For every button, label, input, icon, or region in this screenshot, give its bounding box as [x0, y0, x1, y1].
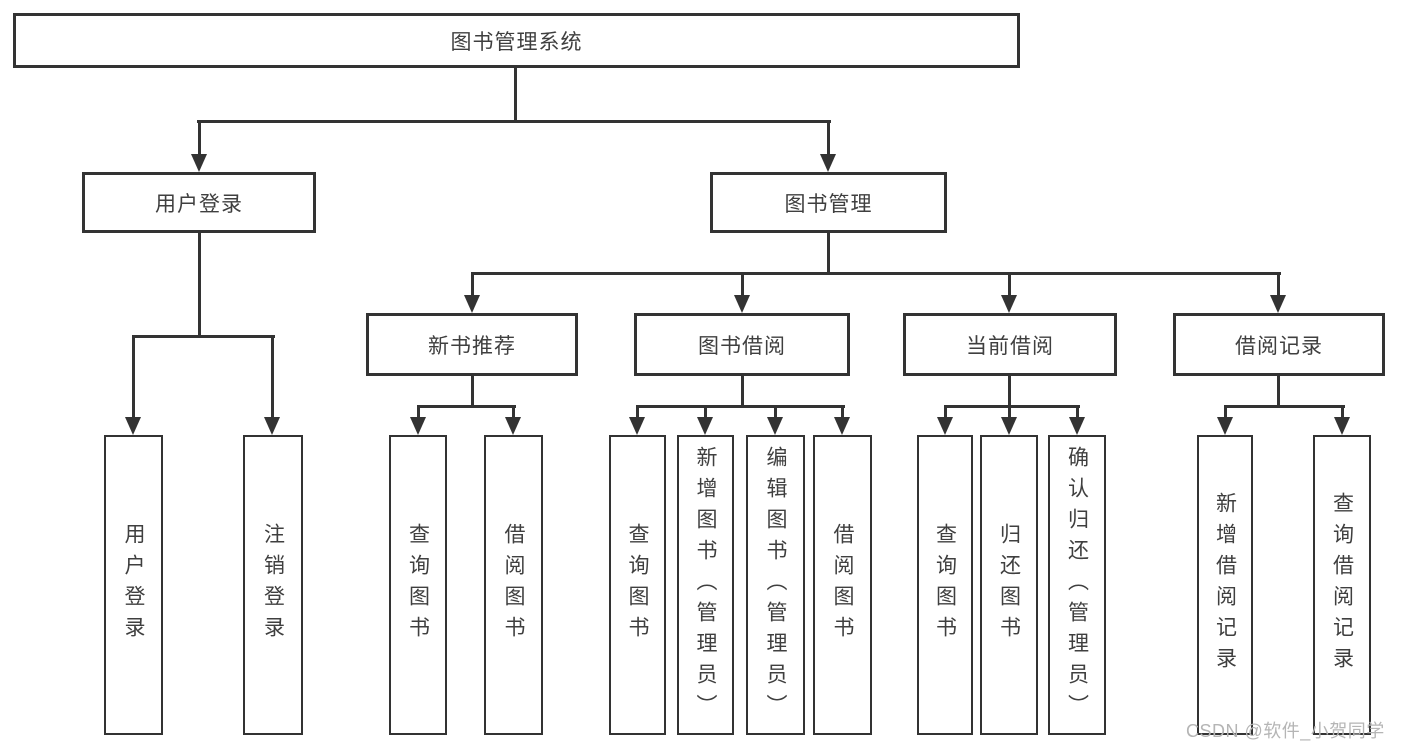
leaf-return-books-label: 归还图书: [997, 523, 1021, 647]
connector-line: [198, 120, 201, 156]
connector-line: [417, 405, 516, 408]
leaf-add-borrow-record: 新增借阅记录: [1197, 435, 1253, 735]
connector-line: [1224, 405, 1345, 408]
connector-line: [774, 405, 777, 419]
connector-line: [471, 272, 474, 297]
leaf-logout-label: 注销登录: [261, 523, 285, 647]
node-new-book-rec-label: 新书推荐: [428, 334, 516, 358]
leaf-add-books-admin: 新增图书（管理员）: [677, 435, 734, 735]
connector-line: [636, 405, 845, 408]
node-user-login: 用户登录: [82, 172, 316, 233]
connector-line: [944, 405, 947, 419]
arrowhead-down-icon: [264, 417, 280, 435]
node-root-label: 图书管理系统: [450, 30, 583, 54]
connector-line: [132, 335, 135, 419]
leaf-query-books: 查询图书: [917, 435, 973, 735]
arrowhead-down-icon: [410, 417, 426, 435]
leaf-query-books: 查询图书: [609, 435, 666, 735]
connector-line: [944, 405, 1080, 408]
arrowhead-down-icon: [1069, 417, 1085, 435]
node-book-mgmt-label: 图书管理: [784, 192, 873, 216]
arrowhead-down-icon: [1001, 417, 1017, 435]
node-current-borrow-label: 当前借阅: [966, 334, 1054, 358]
leaf-borrow-books-label: 借阅图书: [502, 523, 525, 647]
connector-line: [841, 405, 844, 419]
connector-line: [1224, 405, 1227, 419]
node-user-login-label: 用户登录: [155, 192, 243, 216]
connector-line: [471, 375, 474, 405]
leaf-borrow-books-label: 借阅图书: [831, 523, 854, 647]
leaf-query-borrow-record-label: 查询借阅记录: [1330, 492, 1354, 678]
node-new-book-rec: 新书推荐: [366, 313, 578, 376]
connector-line: [417, 405, 420, 419]
connector-line: [198, 232, 201, 335]
leaf-confirm-return-admin: 确认归还（管理员）: [1048, 435, 1106, 735]
arrowhead-down-icon: [464, 295, 480, 313]
arrowhead-down-icon: [820, 154, 836, 172]
leaf-edit-books-admin-label: 编辑图书（管理员）: [764, 445, 787, 725]
leaf-return-books: 归还图书: [980, 435, 1038, 735]
arrowhead-down-icon: [937, 417, 953, 435]
connector-line: [1008, 405, 1011, 419]
connector-line: [471, 272, 1281, 275]
connector-line: [1008, 272, 1011, 297]
leaf-query-books-label: 查询图书: [406, 523, 430, 647]
leaf-user-login-label: 用户登录: [122, 523, 145, 647]
leaf-user-login: 用户登录: [104, 435, 163, 735]
arrowhead-down-icon: [767, 417, 783, 435]
node-borrow-records: 借阅记录: [1173, 313, 1385, 376]
connector-line: [197, 120, 831, 123]
csdn-watermark: CSDN @软件_小贺同学: [1186, 721, 1385, 741]
connector-line: [1277, 272, 1280, 297]
connector-line: [514, 68, 517, 120]
arrowhead-down-icon: [629, 417, 645, 435]
arrowhead-down-icon: [834, 417, 850, 435]
arrowhead-down-icon: [191, 154, 207, 172]
node-book-borrow-label: 图书借阅: [698, 334, 786, 358]
leaf-add-books-admin-label: 新增图书（管理员）: [694, 445, 717, 725]
arrowhead-down-icon: [697, 417, 713, 435]
leaf-query-books-label: 查询图书: [626, 523, 649, 647]
arrowhead-down-icon: [1217, 417, 1233, 435]
leaf-query-books: 查询图书: [389, 435, 447, 735]
leaf-borrow-books: 借阅图书: [813, 435, 872, 735]
leaf-add-borrow-record-label: 新增借阅记录: [1213, 492, 1237, 678]
node-root: 图书管理系统: [13, 13, 1020, 68]
connector-line: [636, 405, 639, 419]
connector-line: [132, 335, 275, 338]
connector-line: [704, 405, 707, 419]
connector-line: [741, 375, 744, 405]
leaf-edit-books-admin: 编辑图书（管理员）: [746, 435, 805, 735]
leaf-query-borrow-record: 查询借阅记录: [1313, 435, 1371, 735]
connector-line: [1076, 405, 1079, 419]
node-borrow-records-label: 借阅记录: [1235, 334, 1323, 358]
arrowhead-down-icon: [125, 417, 141, 435]
arrowhead-down-icon: [1001, 295, 1017, 313]
connector-line: [1277, 375, 1280, 405]
connector-line: [827, 232, 830, 275]
connector-line: [271, 335, 274, 419]
arrowhead-down-icon: [505, 417, 521, 435]
connector-line: [1008, 375, 1011, 405]
arrowhead-down-icon: [734, 295, 750, 313]
node-book-borrow: 图书借阅: [634, 313, 850, 376]
connector-line: [1341, 405, 1344, 419]
leaf-confirm-return-admin-label: 确认归还（管理员）: [1065, 445, 1089, 725]
connector-line: [512, 405, 515, 419]
leaf-query-books-label: 查询图书: [933, 523, 957, 647]
node-book-mgmt: 图书管理: [710, 172, 947, 233]
leaf-logout: 注销登录: [243, 435, 303, 735]
connector-line: [741, 272, 744, 297]
arrowhead-down-icon: [1334, 417, 1350, 435]
arrowhead-down-icon: [1270, 295, 1286, 313]
connector-line: [827, 120, 830, 156]
leaf-borrow-books: 借阅图书: [484, 435, 543, 735]
node-current-borrow: 当前借阅: [903, 313, 1117, 376]
